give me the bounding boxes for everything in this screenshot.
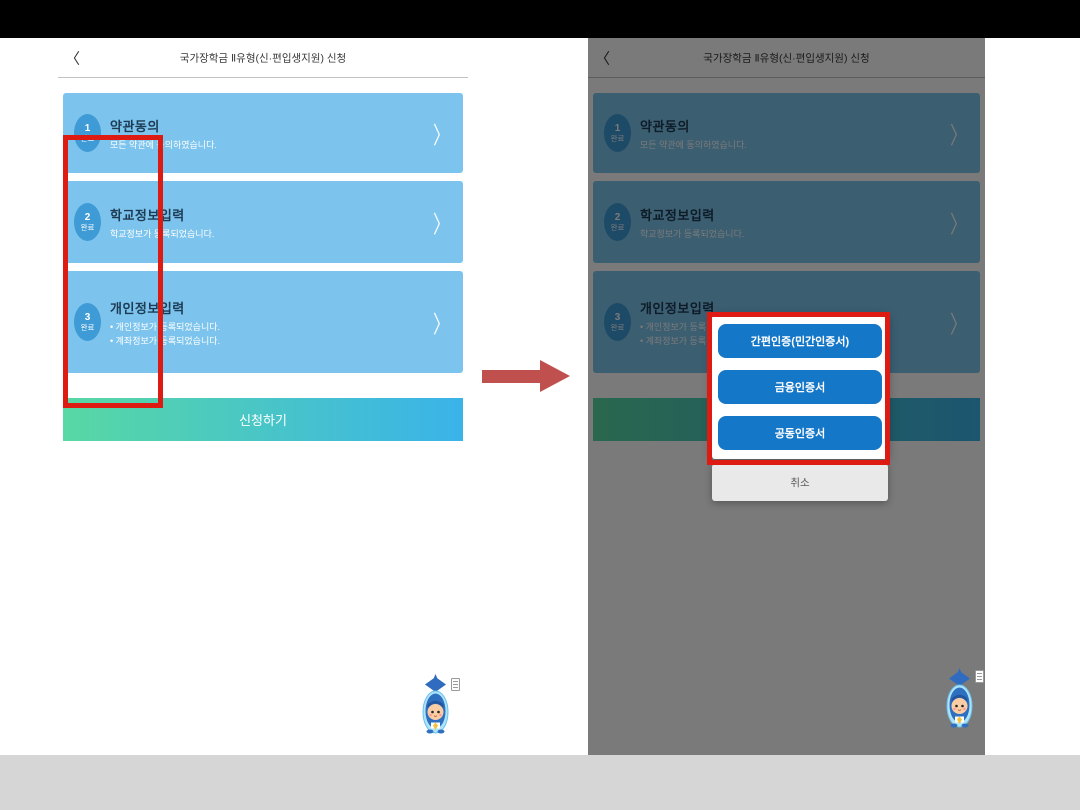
screen-application-steps: 〈 국가장학금 Ⅱ유형(신·편입생지원) 신청 1 완료 약관동의 모든 약관에…: [58, 38, 468, 755]
step-desc: • 개인정보가 등록되었습니다.: [110, 321, 221, 332]
back-icon[interactable]: 〈: [65, 50, 81, 67]
step-number: 2: [84, 212, 91, 223]
step-status: 완료: [80, 223, 95, 232]
chevron-right-icon: 〉: [433, 211, 450, 239]
step-title: 개인정보입력: [110, 300, 185, 316]
joint-cert-button[interactable]: 공동인증서: [718, 416, 882, 450]
simple-auth-button[interactable]: 간편인증(민간인증서): [718, 324, 882, 358]
step-badge: 3 완료: [74, 303, 101, 341]
step-status: 완료: [80, 323, 95, 332]
step-status: 완료: [80, 134, 95, 143]
screen-certificate-select: 〈 국가장학금 Ⅱ유형(신·편입생지원) 신청 1 완료 약관동의 모든 약관에…: [588, 38, 985, 755]
step-desc: • 계좌정보가 등록되었습니다.: [110, 335, 221, 346]
mascot-character-icon[interactable]: [422, 672, 449, 734]
step-title: 학교정보입력: [110, 207, 185, 223]
annotation-arrow-icon: [482, 360, 570, 392]
step-desc: 모든 약관에 동의하였습니다.: [110, 139, 217, 150]
mascot-notice-icon: [975, 670, 984, 683]
top-letterbox-bar: [0, 0, 1080, 38]
step-card-personal-info[interactable]: 3 완료 개인정보입력 • 개인정보가 등록되었습니다. • 계좌정보가 등록되…: [63, 271, 463, 373]
apply-button[interactable]: 신청하기: [63, 398, 463, 441]
step-title: 약관동의: [110, 118, 160, 134]
mascot-character-icon[interactable]: [946, 666, 973, 728]
certificate-modal-body: 간편인증(민간인증서) 금융인증서 공동인증서: [712, 315, 888, 459]
mascot-notice-icon: [451, 678, 460, 691]
bottom-letterbox-bar: [0, 755, 1080, 810]
step-badge: 2 완료: [74, 203, 101, 241]
app-header: 〈 국가장학금 Ⅱ유형(신·편입생지원) 신청: [58, 38, 468, 78]
step-number: 3: [84, 312, 91, 323]
certificate-modal: 간편인증(민간인증서) 금융인증서 공동인증서 취소: [712, 315, 888, 501]
step-desc: 학교정보가 등록되었습니다.: [110, 228, 215, 239]
chevron-right-icon: 〉: [433, 122, 450, 150]
step-card-terms[interactable]: 1 완료 약관동의 모든 약관에 동의하였습니다. 〉: [63, 93, 463, 173]
step-badge: 1 완료: [74, 114, 101, 152]
page-title: 국가장학금 Ⅱ유형(신·편입생지원) 신청: [179, 52, 347, 64]
cancel-button[interactable]: 취소: [712, 464, 888, 501]
financial-cert-button[interactable]: 금융인증서: [718, 370, 882, 404]
step-number: 1: [84, 123, 91, 134]
chevron-right-icon: 〉: [433, 311, 450, 339]
step-card-school-info[interactable]: 2 완료 학교정보입력 학교정보가 등록되었습니다. 〉: [63, 181, 463, 263]
steps-list: 1 완료 약관동의 모든 약관에 동의하였습니다. 〉 2 완료 학교정보입력 …: [58, 78, 468, 441]
